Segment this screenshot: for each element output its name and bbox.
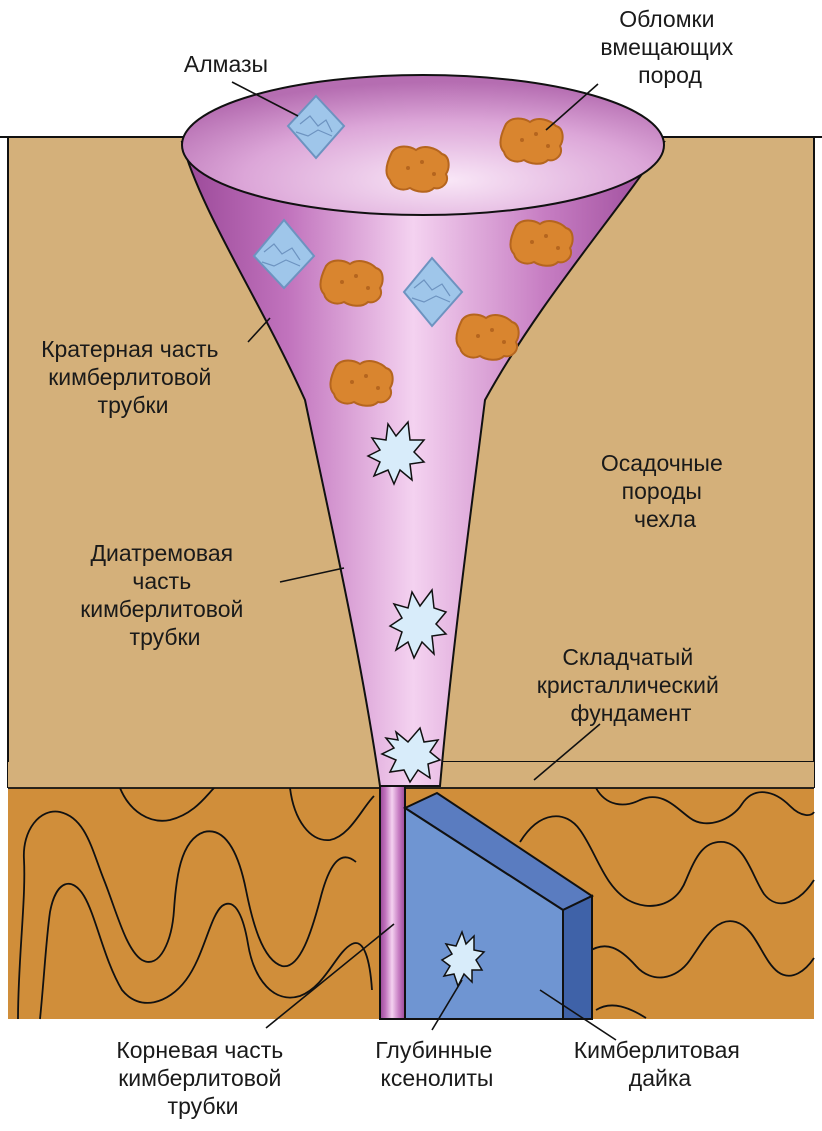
rock-fragment-icon bbox=[329, 359, 394, 407]
label-root-part: Корневая часть кимберлитовой трубки bbox=[116, 1037, 289, 1119]
xenolith-icon bbox=[388, 588, 448, 660]
rock-fragment-icon bbox=[385, 145, 450, 193]
pipe-funnel-body bbox=[180, 141, 666, 787]
label-host-rock-fragments: Обломки вмещающих пород bbox=[600, 6, 739, 88]
xenolith-icon bbox=[366, 420, 426, 486]
crater-mouth bbox=[181, 74, 665, 216]
pipe-root-body bbox=[379, 785, 406, 1020]
label-sedimentary-cover: Осадочные породы чехла bbox=[601, 450, 729, 532]
label-kimberlite-dike: Кимберлитовая дайка bbox=[574, 1037, 746, 1091]
rock-fragment-icon bbox=[455, 313, 520, 361]
rock-fragment-icon bbox=[319, 259, 384, 307]
xenolith-icon bbox=[440, 929, 486, 988]
rock-fragment-icon bbox=[509, 219, 574, 267]
label-crater-part: Кратерная часть кимберлитовой трубки bbox=[41, 336, 225, 418]
label-diamonds: Алмазы bbox=[184, 51, 268, 77]
label-diatreme-part: Диатремовая часть кимберлитовой трубки bbox=[80, 540, 250, 650]
rock-fragment-icon bbox=[499, 117, 564, 165]
diamond-crystal-icon bbox=[252, 218, 316, 290]
leader-lines bbox=[231, 81, 617, 1041]
diamond-crystal-icon bbox=[402, 256, 464, 328]
label-folded-basement: Складчатый кристаллический фундамент bbox=[537, 644, 725, 726]
xenolith-icon bbox=[380, 726, 442, 784]
kimberlite-dike bbox=[402, 791, 595, 1020]
label-deep-xenoliths: Глубинные ксенолиты bbox=[375, 1037, 498, 1091]
